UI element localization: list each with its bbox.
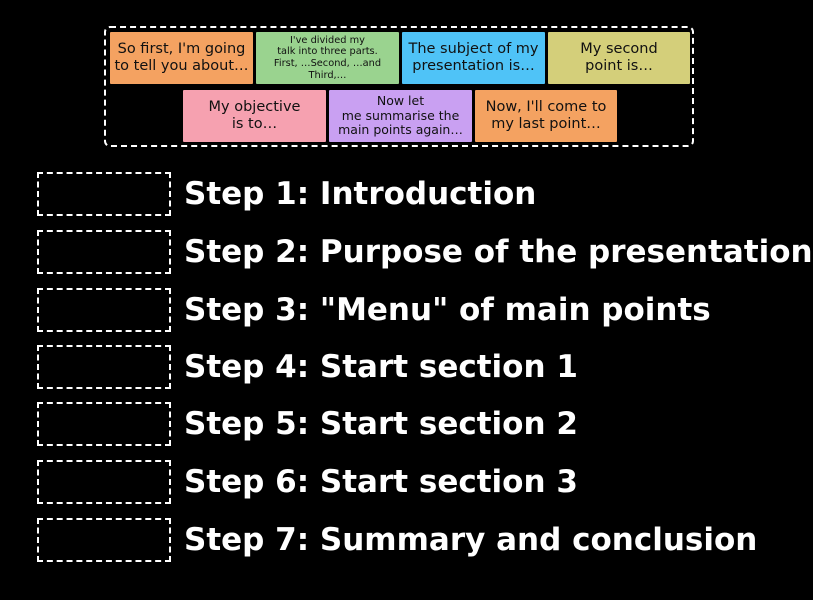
answer-tile[interactable]: I've divided my talk into three parts. F… <box>256 32 399 84</box>
answer-tile-text: Now, I'll come to my last point… <box>485 99 607 132</box>
answer-tile-text: Now let me summarise the main points aga… <box>338 93 463 138</box>
answer-tile[interactable]: Now, I'll come to my last point… <box>475 90 617 142</box>
answer-tile-text: So first, I'm going to tell you about… <box>114 41 249 74</box>
match-row: Step 4: Start section 1 <box>0 345 800 393</box>
drop-slot[interactable] <box>37 172 171 216</box>
step-label: Step 6: Start section 3 <box>184 464 578 500</box>
answer-tile[interactable]: My objective is to… <box>183 90 326 142</box>
answer-tile[interactable]: So first, I'm going to tell you about… <box>110 32 253 84</box>
answer-tile-text: My objective is to… <box>208 99 301 132</box>
match-row: Step 2: Purpose of the presentation <box>0 230 813 278</box>
answer-tile-text: My second point is… <box>580 41 658 74</box>
answer-tile-text: The subject of my presentation is… <box>408 41 539 74</box>
step-label: Step 1: Introduction <box>184 176 537 212</box>
step-label: Step 7: Summary and conclusion <box>184 522 758 558</box>
answer-tile[interactable]: The subject of my presentation is… <box>402 32 545 84</box>
match-row: Step 3: "Menu" of main points <box>0 288 800 336</box>
match-row: Step 7: Summary and conclusion <box>0 518 800 566</box>
step-label: Step 3: "Menu" of main points <box>184 292 711 328</box>
step-label: Step 4: Start section 1 <box>184 349 578 385</box>
drop-slot[interactable] <box>37 345 171 389</box>
step-label: Step 2: Purpose of the presentation <box>184 234 813 270</box>
answer-tile-text: I've divided my talk into three parts. F… <box>273 34 382 81</box>
match-row: Step 6: Start section 3 <box>0 460 800 508</box>
drop-slot[interactable] <box>37 460 171 504</box>
answer-tile[interactable]: Now let me summarise the main points aga… <box>329 90 472 142</box>
answer-tile[interactable]: My second point is… <box>548 32 690 84</box>
step-label: Step 5: Start section 2 <box>184 406 578 442</box>
drop-slot[interactable] <box>37 518 171 562</box>
match-row: Step 1: Introduction <box>0 172 800 220</box>
answer-tile-tray <box>104 26 694 147</box>
drop-slot[interactable] <box>37 230 171 274</box>
match-row: Step 5: Start section 2 <box>0 402 800 450</box>
drop-slot[interactable] <box>37 288 171 332</box>
drop-slot[interactable] <box>37 402 171 446</box>
